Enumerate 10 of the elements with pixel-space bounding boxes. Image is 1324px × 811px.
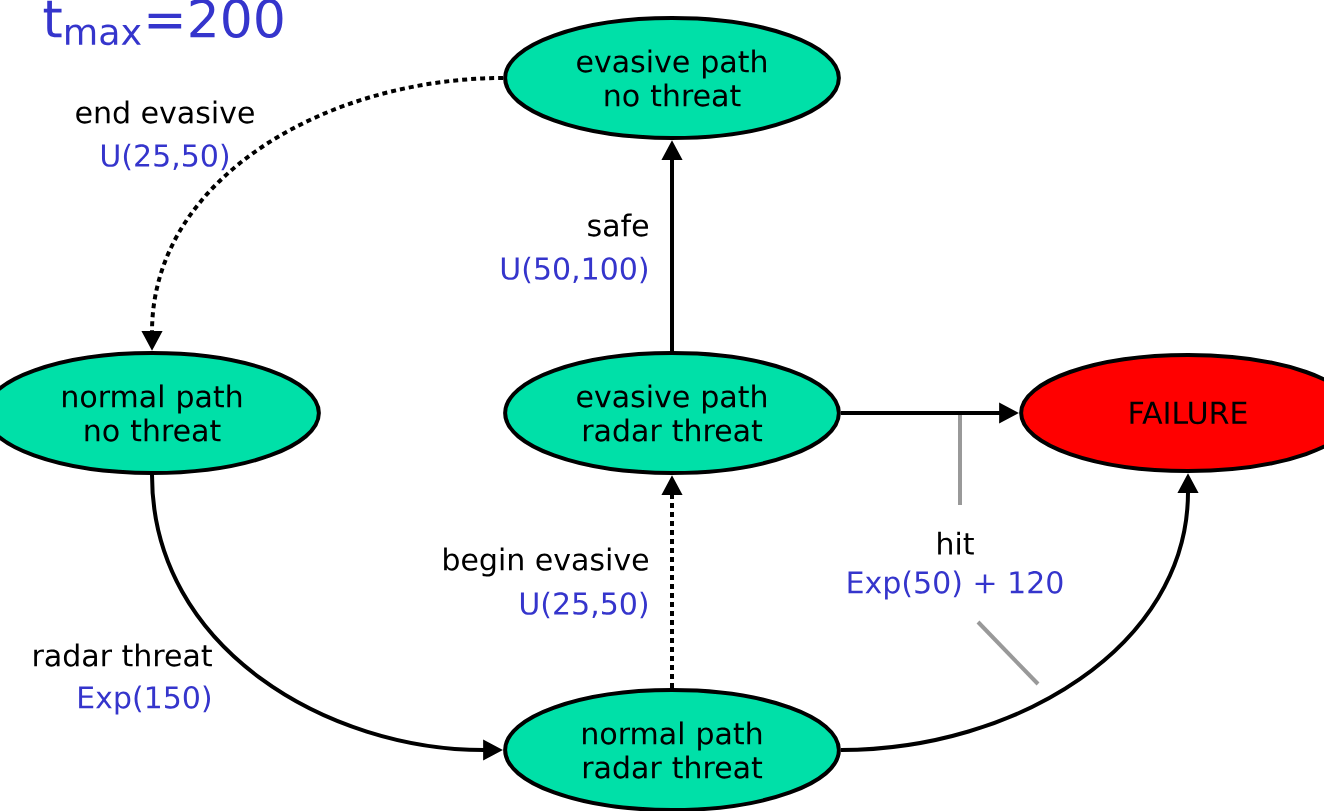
distribution-label: U(25,50) bbox=[520, 591, 647, 619]
distribution-label: U(50,100) bbox=[501, 256, 647, 284]
edge-label: safe bbox=[588, 213, 648, 237]
edge-label: radar threat bbox=[34, 643, 212, 667]
edge-label: begin evasive bbox=[444, 547, 648, 577]
distribution-label: Exp(50) + 120 bbox=[848, 570, 1063, 600]
distribution-label: Exp(150) bbox=[79, 685, 210, 715]
edge-label: hit bbox=[938, 531, 974, 555]
edge-label: end evasive bbox=[76, 100, 254, 124]
distribution-label: U(25,50) bbox=[102, 143, 229, 171]
